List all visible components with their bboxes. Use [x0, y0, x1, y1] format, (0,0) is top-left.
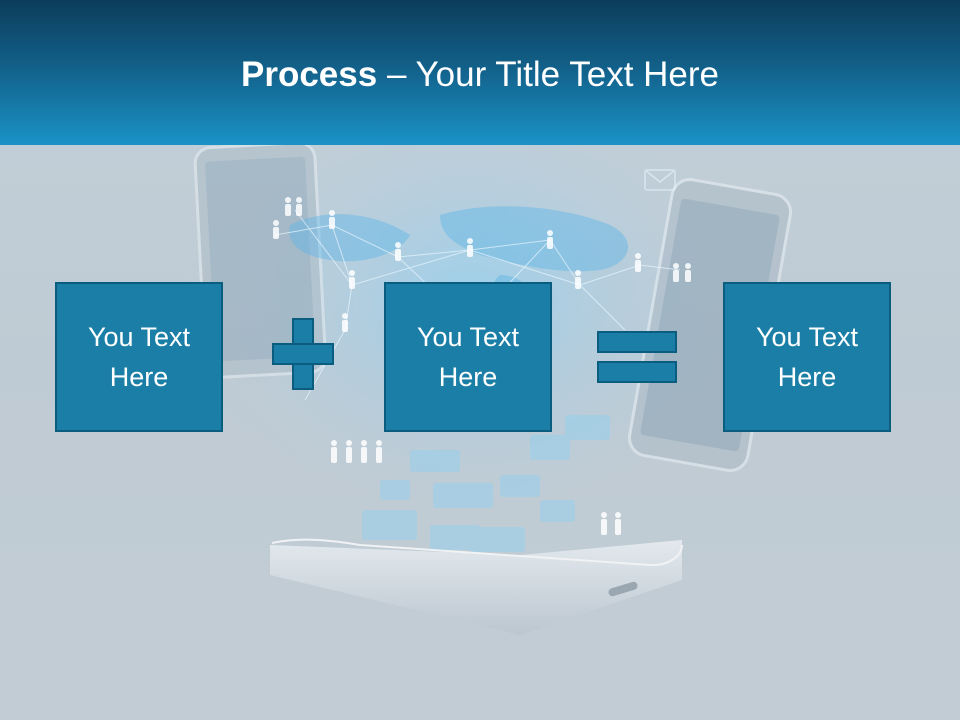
process-box-2: You Text Here: [384, 282, 552, 432]
process-box-1: You Text Here: [55, 282, 223, 432]
title-band: Process – Your Title Text Here: [0, 0, 960, 145]
process-box-2-text: You Text Here: [416, 322, 520, 392]
equals-sign: [597, 331, 677, 383]
title-rest: – Your Title Text Here: [377, 55, 719, 94]
bottom-phone: [270, 538, 683, 635]
process-box-3-text: You Text Here: [755, 322, 859, 392]
envelope-icon: [644, 169, 676, 191]
process-box-1-text: You Text Here: [87, 322, 191, 392]
people-nodes: [273, 197, 691, 535]
process-box-3: You Text Here: [723, 282, 891, 432]
plus-sign: [272, 318, 334, 390]
slide-title: Process – Your Title Text Here: [0, 54, 960, 96]
title-bold: Process: [241, 55, 378, 94]
smartphone-network-illustration: [170, 145, 793, 635]
